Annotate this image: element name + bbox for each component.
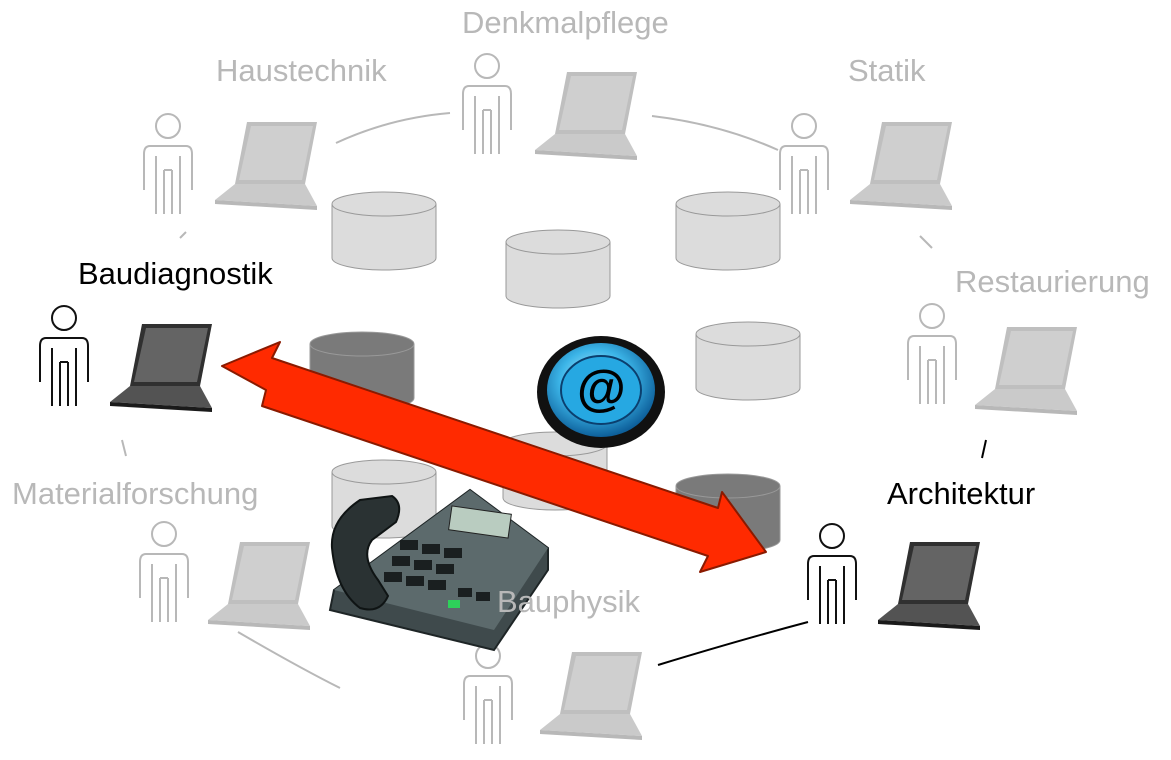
person-icon	[139, 521, 189, 623]
laptop-icon	[110, 324, 212, 412]
node-label-bauphysik: Bauphysik	[497, 584, 641, 619]
database-icon	[505, 229, 611, 309]
email-at-icon: @	[577, 360, 626, 416]
node-label-architektur: Architektur	[887, 476, 1036, 511]
node-label-baudiagnostik: Baudiagnostik	[78, 256, 273, 291]
node-label-haustechnik: Haustechnik	[216, 53, 387, 88]
person-icon	[807, 523, 857, 625]
person-icon	[143, 113, 193, 215]
node-label-materialforschung: Materialforschung	[12, 476, 259, 511]
laptop-icon	[540, 652, 642, 740]
laptop-icon	[975, 327, 1077, 415]
laptop-icon	[215, 122, 317, 210]
database-icon	[695, 321, 801, 401]
person-icon	[779, 113, 829, 215]
node-label-statik: Statik	[848, 53, 926, 88]
desk-phone-icon	[328, 488, 549, 652]
database-icon	[331, 191, 437, 271]
person-icon	[463, 643, 513, 745]
laptop-icon	[535, 72, 637, 160]
laptop-icon	[850, 122, 952, 210]
email-badge	[537, 336, 665, 448]
laptop-icon	[208, 542, 310, 630]
person-icon	[907, 303, 957, 405]
node-label-denkmalpflege: Denkmalpflege	[462, 5, 669, 40]
database-icon	[675, 191, 781, 271]
person-icon	[39, 305, 89, 407]
laptop-icon	[878, 542, 980, 630]
node-label-restaurierung: Restaurierung	[955, 264, 1150, 299]
network-ring	[121, 112, 987, 689]
connection-arrow	[221, 341, 767, 573]
person-icon	[462, 53, 512, 155]
